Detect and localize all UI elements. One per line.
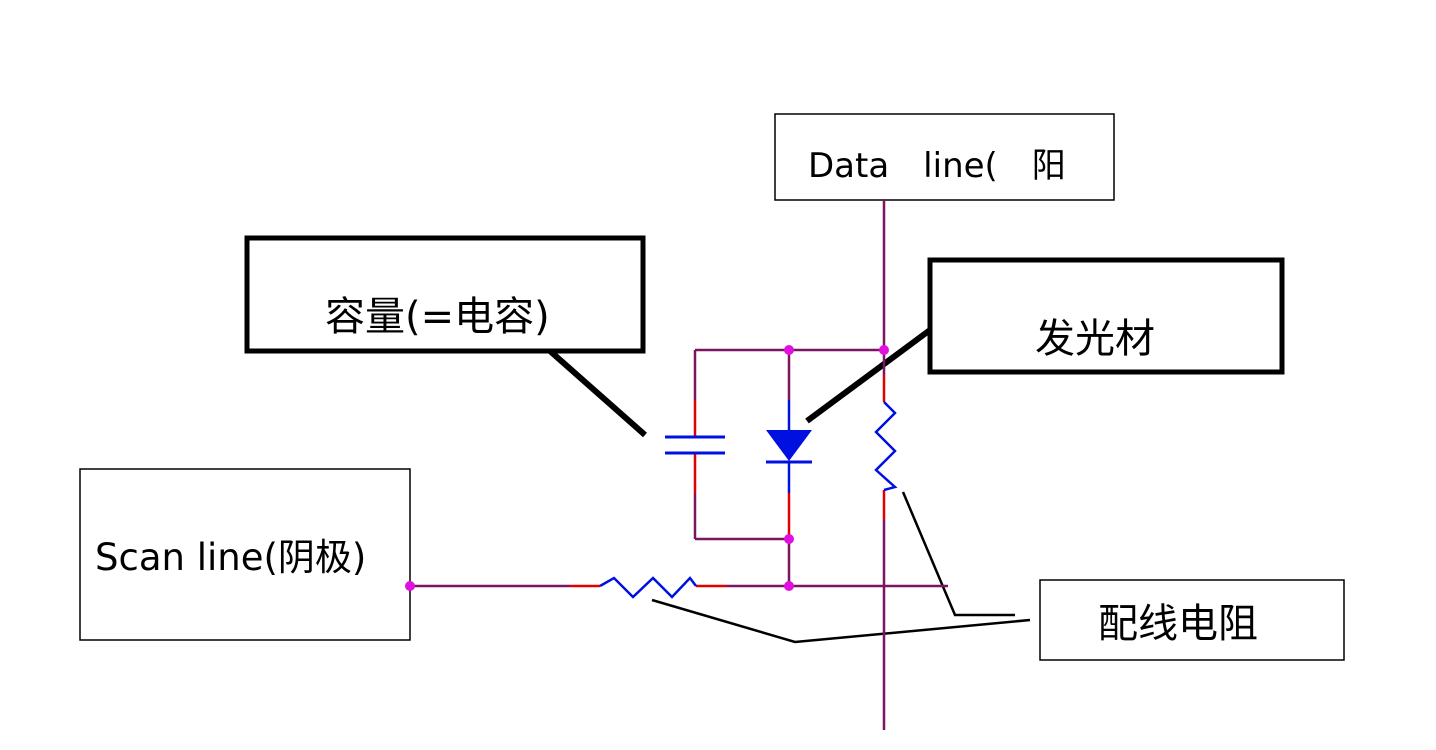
junction-dot (784, 534, 794, 544)
horizontal-resistor (599, 576, 697, 599)
scan-line-label-box: Scan line(阴极) (79, 468, 411, 641)
capacitance-label: 容量(=电容) (325, 294, 550, 340)
horizontal-resistor-callout-line (651, 598, 1031, 644)
junction-dot (879, 345, 889, 355)
capacitance-callout-line (548, 348, 647, 438)
emitter-label: 发光材 (1035, 316, 1155, 362)
wiring-resistance-label: 配线电阻 (1098, 601, 1258, 647)
data-line-label-box: Data line( 阳 (774, 113, 1115, 201)
capacitor (665, 435, 725, 455)
junction-dot (405, 581, 415, 591)
diode (766, 430, 812, 464)
junction-dot (784, 581, 794, 591)
capacitor-branch-wire (693, 350, 789, 541)
junction-dot (784, 345, 794, 355)
emitter-callout-line (805, 327, 932, 424)
wiring-resistance-label-box: 配线电阻 (1039, 579, 1345, 661)
emitter-label-box: 发光材 (927, 257, 1285, 375)
vertical-resistor (874, 401, 898, 492)
data-line-label: Data line( 阳 (808, 146, 1066, 186)
scan-line-label: Scan line(阴极) (95, 536, 366, 579)
capacitance-label-box: 容量(=电容) (244, 235, 646, 354)
vertical-resistor-callout-line (901, 491, 1015, 617)
